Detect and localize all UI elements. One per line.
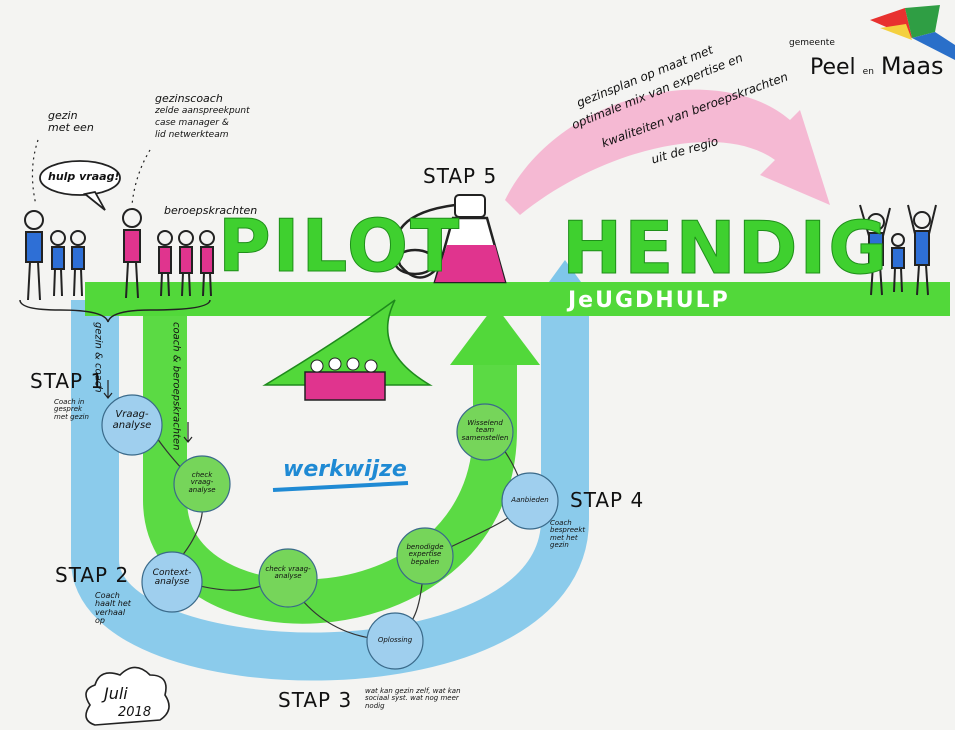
green-u-track	[143, 300, 517, 624]
municipality-name-a: Peel	[810, 55, 856, 80]
family-figures-icon	[24, 210, 86, 301]
node-label-context: Context-analyse	[152, 568, 192, 588]
werkwijze-underline	[272, 481, 409, 492]
node-label-wisselend: Wisselend team samenstellen	[461, 419, 509, 442]
node-context	[141, 551, 203, 613]
track-label-coach-beroepskrachten: coach & beroepskrachten	[170, 322, 182, 451]
speech-bubble-text: hulp vraag!	[48, 170, 120, 183]
stap5-label: STAP 5	[423, 164, 498, 188]
beroepskrachten-figures-icon	[157, 230, 215, 297]
happy-family-icon	[859, 204, 937, 296]
municipality-name-b: Maas	[880, 52, 944, 80]
team-tent-icon	[262, 299, 433, 401]
node-label-vraaganalyse: Vraag-analyse	[112, 409, 152, 431]
node-aanbieden	[501, 472, 559, 530]
date-year: 2018	[118, 705, 152, 720]
gezinscoach-figure-icon	[122, 208, 142, 299]
node-check2	[258, 548, 318, 608]
node-oplossing	[366, 612, 424, 670]
gezinscoach-line-1: zelde aanspreekpunt	[155, 106, 250, 116]
stap1-label: STAP 1	[30, 369, 105, 393]
node-label-aanbieden: Aanbieden	[511, 496, 549, 504]
flask-icon	[393, 194, 507, 284]
node-check1	[173, 455, 231, 513]
node-vraaganalyse	[101, 394, 163, 456]
title-subtitle: JeUGDHULP	[568, 288, 730, 313]
date-month: Juli	[104, 684, 128, 703]
green-platform	[85, 282, 950, 316]
stap3-note: wat kan gezin zelf, wat kan sociaal syst…	[365, 687, 461, 710]
blue-u-track	[71, 300, 589, 681]
stap4-note: Coach bespreekt met het gezin	[550, 519, 586, 550]
municipality-logo-icon	[870, 5, 955, 60]
municipality-name-and: en	[862, 67, 874, 77]
gezinsplan-arrow	[505, 89, 830, 215]
green-arrow-head	[450, 305, 540, 365]
stap2-note: Coach haalt het verhaal op	[95, 591, 131, 626]
gezinscoach-line-2: case manager &	[155, 118, 229, 128]
title-pilot: PILOT	[217, 204, 462, 288]
stap1-note: Coach in gesprek met gezin	[54, 398, 89, 421]
beroepskrachten-label: beroepskrachten	[164, 204, 258, 217]
municipality-name: Peel en Maas	[810, 52, 944, 80]
title-hendig: HENDIG	[561, 206, 890, 290]
date-cloud	[85, 666, 170, 726]
node-benodigde	[396, 527, 454, 585]
municipality-prefix: gemeente	[789, 38, 835, 48]
node-label-check1: check vraag-analyse	[188, 471, 216, 494]
speech-bubble	[39, 160, 121, 211]
stap3-label: STAP 3	[278, 688, 353, 712]
stap2-label: STAP 2	[55, 563, 130, 587]
gezinscoach-title: gezinscoach	[155, 92, 223, 105]
node-wisselend	[456, 403, 514, 461]
center-label: werkwijze	[283, 457, 407, 482]
node-label-benodigde: benodigde expertise bepalen	[406, 543, 444, 566]
family-caption: gezin met een	[48, 109, 94, 134]
group-bracket	[19, 299, 211, 323]
node-label-oplossing: Oplossing	[377, 636, 413, 644]
gezinscoach-line-3: lid netwerkteam	[155, 130, 229, 140]
node-label-check2: check vraag-analyse	[265, 565, 311, 581]
track-label-gezin-coach: gezin & coach	[92, 322, 104, 393]
stap4-label: STAP 4	[570, 488, 645, 512]
